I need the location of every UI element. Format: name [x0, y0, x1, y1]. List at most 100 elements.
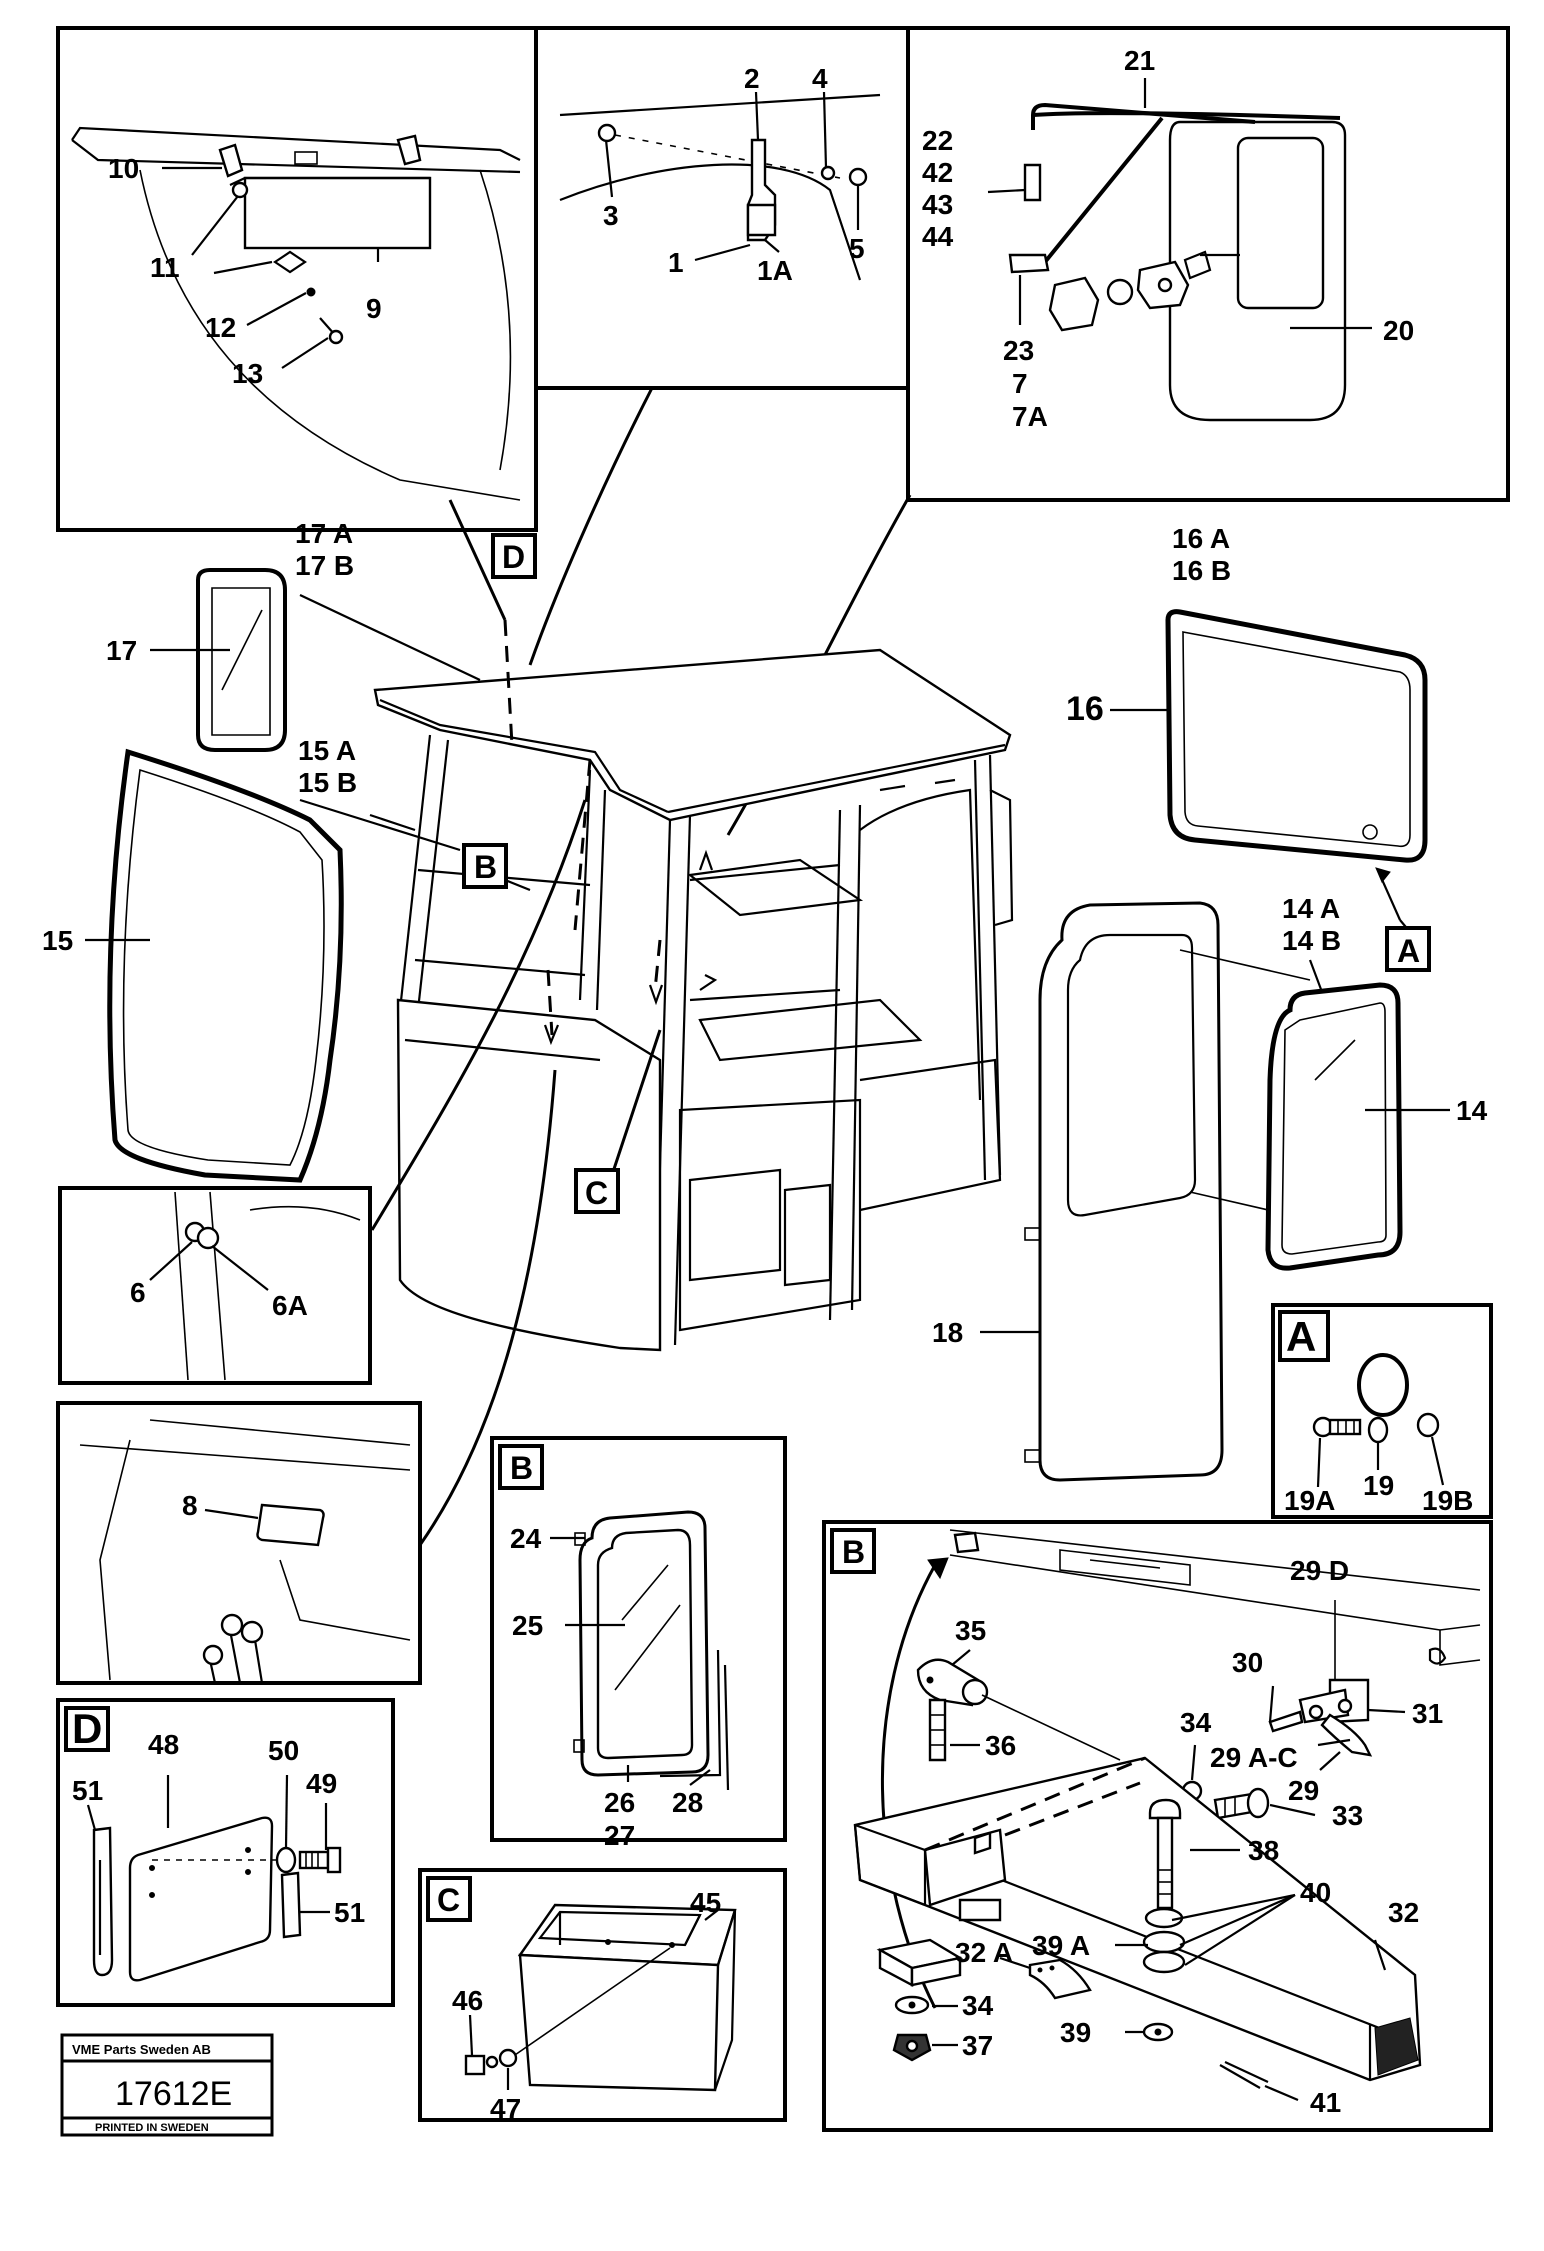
label-44: 44 — [922, 221, 954, 252]
cab-roof — [373, 648, 1012, 822]
label-2: 2 — [744, 63, 760, 94]
detail-B-mounting: B — [822, 1520, 1493, 2132]
label-17B: 17 B — [295, 550, 354, 581]
marker-B-large — [830, 1528, 876, 1574]
label-19B: 19B — [1422, 1485, 1473, 1516]
detail-mirror: 21 22 42 43 44 23 7 7A 20 — [906, 26, 1510, 502]
footer-box: VME Parts Sweden AB 17612E PRINTED IN SW… — [60, 2033, 274, 2137]
label-29D: 29 D — [1290, 1555, 1349, 1586]
door-shape — [1038, 901, 1224, 1482]
panel-8-shape — [256, 1503, 325, 1547]
label-16A: 16 A — [1172, 523, 1230, 554]
label-28: 28 — [672, 1787, 703, 1818]
label-35: 35 — [955, 1615, 986, 1646]
label-25: 25 — [512, 1610, 543, 1641]
marker-B-small — [498, 1444, 544, 1490]
label-29AC: 29 A-C — [1210, 1742, 1298, 1773]
label-13: 13 — [232, 358, 263, 389]
letter-C-box: C — [437, 1882, 460, 1918]
label-41: 41 — [1310, 2087, 1341, 2118]
label-45: 45 — [690, 1887, 721, 1918]
label-3: 3 — [603, 200, 619, 231]
label-19: 19 — [1363, 1470, 1394, 1501]
bolt-38-shape — [1156, 1816, 1174, 1910]
label-17A: 17 A — [295, 518, 353, 549]
label-39A: 39 A — [1032, 1930, 1090, 1961]
letter-B-small: B — [510, 1450, 533, 1486]
label-36: 36 — [985, 1730, 1016, 1761]
detail-D: D 48 51 50 49 51 — [56, 1698, 395, 2007]
label-31: 31 — [1412, 1698, 1443, 1729]
detail-frame-visor — [56, 26, 538, 532]
letter-D-box: D — [72, 1705, 102, 1752]
label-4: 4 — [812, 63, 828, 94]
label-23: 23 — [1003, 335, 1034, 366]
windscreen-shape — [107, 748, 344, 1183]
mirror-arm-strut — [1043, 116, 1164, 264]
label-16: 16 — [1066, 690, 1104, 728]
label-29: 29 — [1288, 1775, 1319, 1806]
label-24: 24 — [510, 1523, 542, 1554]
label-48: 48 — [148, 1729, 179, 1760]
marker-D-box — [64, 1706, 110, 1752]
part-mirror-17: 17 17 A 17 B — [106, 518, 354, 752]
label-15A: 15 A — [298, 735, 356, 766]
main-cab: D B C — [299, 387, 1014, 1546]
marker-C-main — [574, 1168, 620, 1214]
sun-visor-shape — [243, 176, 432, 250]
label-6: 6 — [130, 1277, 146, 1308]
marker-A-box — [1278, 1310, 1330, 1362]
label-7A: 7A — [1012, 401, 1048, 432]
label-14: 14 — [1456, 1095, 1488, 1126]
detail-frame-8 — [56, 1401, 422, 1685]
label-47: 47 — [490, 2093, 521, 2124]
detail-frame-bracket — [534, 26, 910, 390]
label-10: 10 — [108, 153, 139, 184]
label-1A: 1A — [757, 255, 793, 286]
window-14-shape — [1265, 982, 1403, 1271]
detail-sun-visor: 10 11 12 13 9 — [56, 26, 538, 532]
detail-washers-6: 6 6A — [58, 1186, 372, 1385]
marker-D-main — [491, 533, 537, 579]
label-22: 22 — [922, 125, 953, 156]
label-43: 43 — [922, 189, 953, 220]
label-34b: 34 — [962, 1990, 994, 2021]
label-14B: 14 B — [1282, 925, 1341, 956]
plate-48-shape — [128, 1816, 274, 1982]
footer-printed: PRINTED IN SWEDEN — [95, 2122, 209, 2134]
label-37: 37 — [962, 2030, 993, 2061]
part-door-18: 18 — [932, 901, 1311, 1482]
label-51b: 51 — [334, 1897, 365, 1928]
label-46: 46 — [452, 1985, 483, 2016]
part-window-14: 14 14 A 14 B — [1265, 893, 1488, 1271]
label-12: 12 — [205, 312, 236, 343]
window-25-glass — [596, 1528, 694, 1760]
label-32A: 32 A — [955, 1937, 1013, 1968]
letter-D-main: D — [502, 539, 525, 575]
label-20: 20 — [1383, 315, 1414, 346]
label-33: 33 — [1332, 1800, 1363, 1831]
marker-C-box — [426, 1876, 472, 1922]
label-38: 38 — [1248, 1835, 1279, 1866]
cab-body-front — [396, 998, 662, 1352]
label-40: 40 — [1300, 1877, 1331, 1908]
label-6A: 6A — [272, 1290, 308, 1321]
part-windscreen-15: 15 15 A 15 B — [42, 735, 461, 1183]
letter-A-box: A — [1286, 1313, 1316, 1360]
label-7: 7 — [1012, 368, 1028, 399]
letter-C-main: C — [585, 1175, 608, 1211]
letter-B-large: B — [842, 1534, 865, 1570]
label-11: 11 — [150, 252, 180, 283]
label-15: 15 — [42, 925, 73, 956]
detail-C-box: C 46 47 45 — [418, 1868, 787, 2124]
marker-B-main — [462, 843, 508, 889]
label-8: 8 — [182, 1490, 198, 1521]
label-21: 21 — [1124, 45, 1155, 76]
label-50: 50 — [268, 1735, 299, 1766]
label-15B: 15 B — [298, 767, 357, 798]
label-42: 42 — [922, 157, 953, 188]
label-27: 27 — [604, 1820, 635, 1851]
footer-code: 17612E — [115, 2075, 232, 2113]
